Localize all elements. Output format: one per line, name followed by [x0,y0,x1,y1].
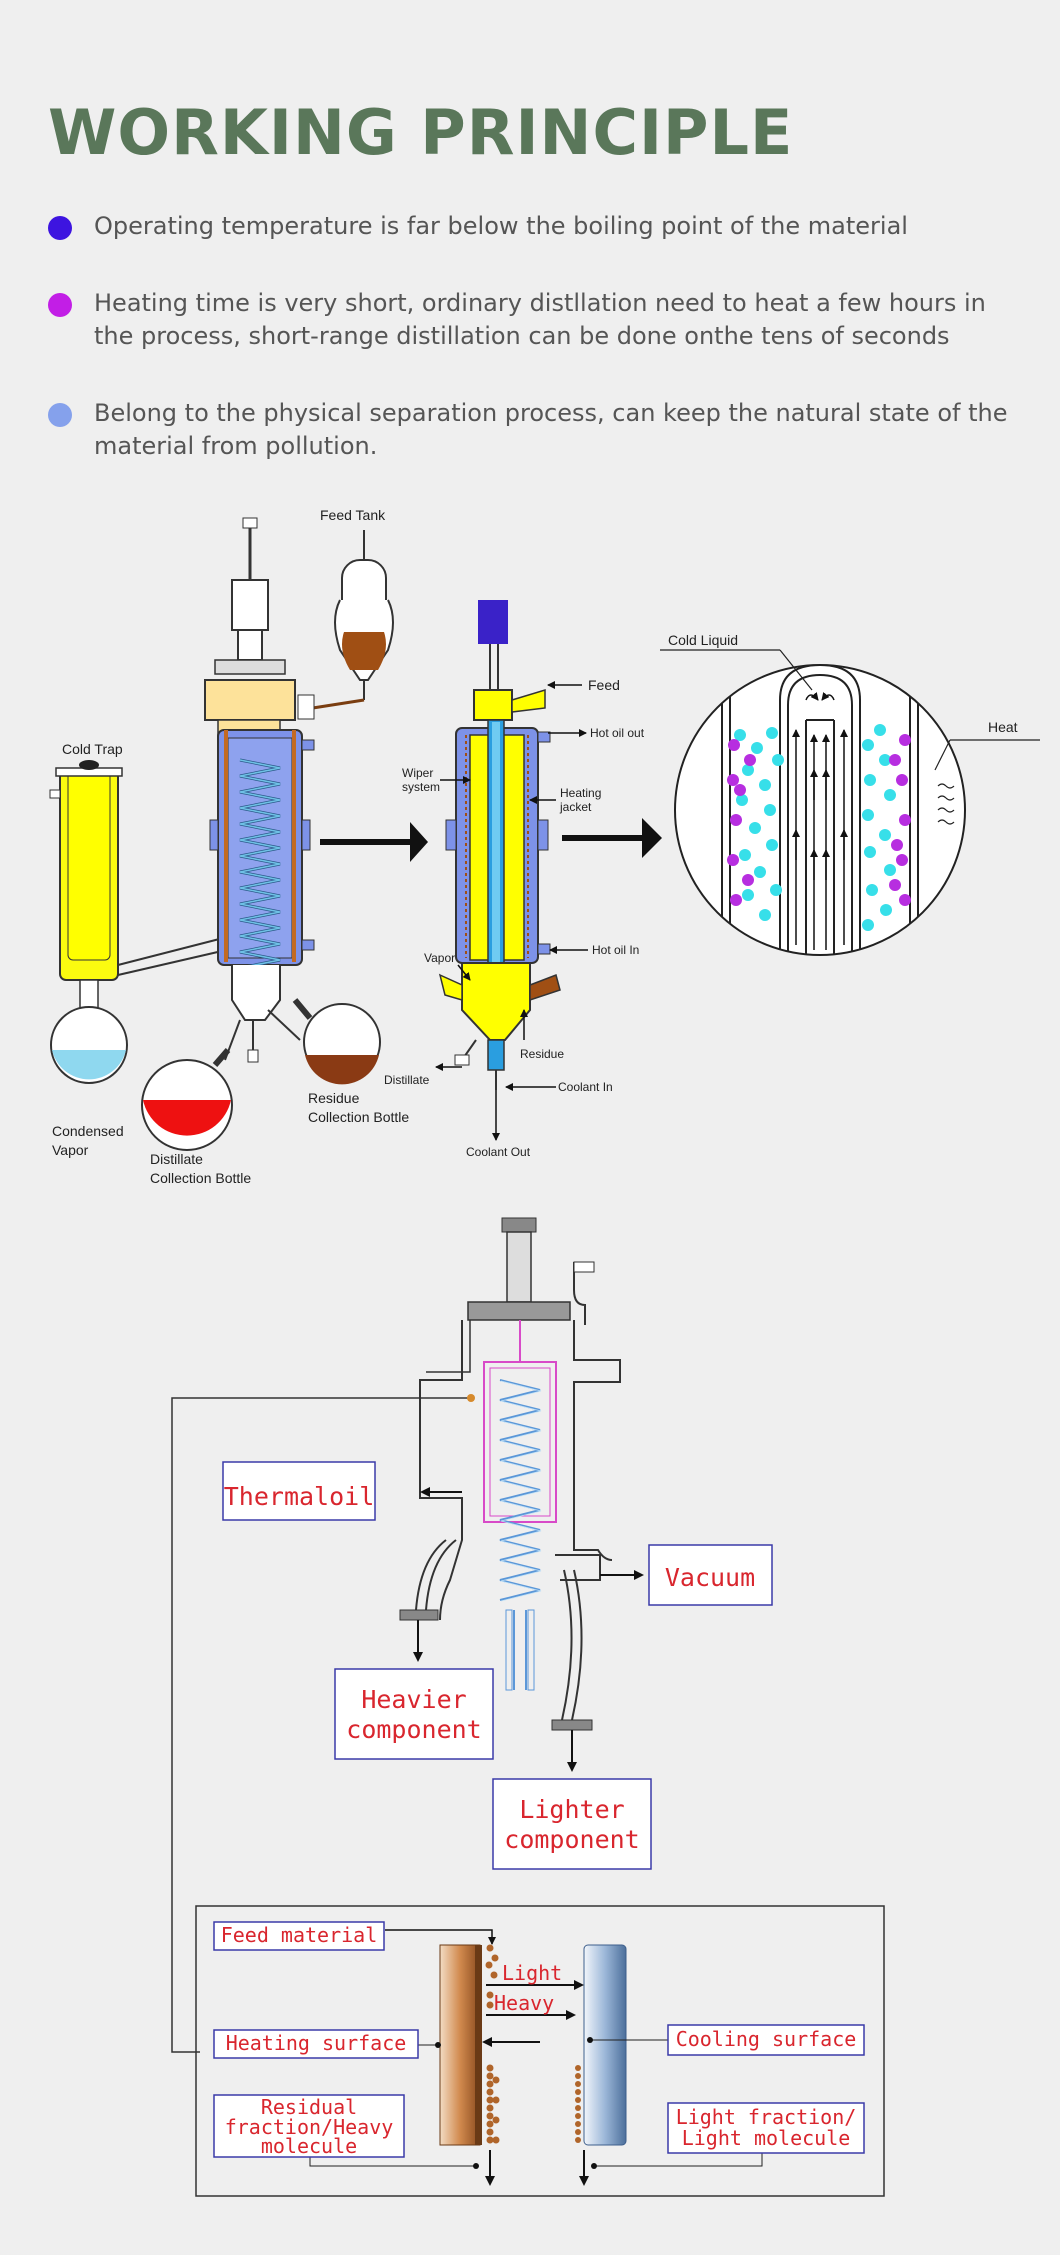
distillate-label: Distillate [384,1073,430,1087]
arrow-right-icon [410,822,428,862]
light-fraction-label: Light molecule [682,2126,851,2150]
component-flow-diagram: Thermaloil Vacuum Heavier component Ligh… [171,1217,773,2053]
residue-bottle-label: Residue [308,1090,360,1106]
thermaloil-box [222,1461,376,1521]
lighter-component-label: component [504,1825,639,1854]
vacuum-box [648,1544,773,1606]
feed-label: Feed [588,677,620,693]
heating-jacket-label: Heating [560,786,601,800]
residue-label: Residue [520,1047,564,1061]
wiper-motor [478,600,508,644]
coolant-in-label: Coolant In [558,1080,613,1094]
bullet-dot-icon [48,293,72,317]
film-magnified-diagram: Cold Liquid Heat [660,632,1040,956]
cold-liquid-label: Cold Liquid [668,632,738,648]
hot-oil-out-label: Hot oil out [590,726,645,740]
heating-jacket-label: jacket [559,800,592,814]
bullet-text: Belong to the physical separation proces… [94,399,1008,460]
cooling-surface-box [667,2024,865,2056]
mechanism-frame [195,1905,885,2197]
condensed-vapor-label: Vapor [52,1142,89,1158]
residual-fraction-label: molecule [261,2134,357,2158]
feed-material-box [213,1921,385,1951]
heat-label: Heat [988,719,1018,735]
wiper-system-label: system [402,780,440,794]
residual-fraction-box [213,2094,405,2158]
heavy-label: Heavy [494,1991,554,2015]
evaporator-section-diagram: Feed Hot oil out Wiper system Heating ja… [384,600,662,1159]
feed-material-label: Feed material [221,1923,378,1947]
cooling-surface-cylinder [583,1944,627,2146]
light-fraction-box [667,2102,865,2154]
residue-bottle-label: Collection Bottle [308,1109,409,1125]
residual-fraction-label: fraction/Heavy [225,2115,394,2139]
cooling-surface-label: Cooling surface [676,2027,857,2051]
cold-trap-label: Cold Trap [62,741,123,757]
light-fraction-label: Light fraction/ [676,2105,857,2129]
heavier-component-label: component [346,1715,481,1744]
feed-tank-label: Feed Tank [320,507,386,523]
arrow-right-icon [642,818,662,858]
bullet-dot-icon [48,216,72,240]
bullet-item: Heating time is very short, ordinary dis… [48,287,1028,353]
distillation-apparatus-diagram: Feed Tank Cold Trap Condensed Vapor Dist… [49,507,428,1186]
heavier-component-box [334,1668,494,1760]
wiper-system-label: Wiper [402,766,433,780]
vapor-label: Vapor [424,951,455,965]
bullet-list: Operating temperature is far below the b… [48,210,1028,507]
coolant-out-label: Coolant Out [466,1145,531,1159]
light-label: Light [502,1961,562,1985]
lighter-component-label: Lighter [519,1795,624,1824]
bullet-text: Heating time is very short, ordinary dis… [94,289,986,350]
thermaloil-label: Thermaloil [224,1482,375,1511]
residual-fraction-label: Residual [261,2095,357,2119]
condensed-vapor-label: Condensed [52,1123,124,1139]
heavier-component-label: Heavier [361,1685,466,1714]
page-title: WORKING PRINCIPLE [48,96,794,169]
bullet-text: Operating temperature is far below the b… [94,212,908,240]
lighter-component-box [492,1778,652,1870]
heating-surface-cylinder [439,1944,481,2146]
bullet-dot-icon [48,403,72,427]
hot-oil-in-label: Hot oil In [592,943,639,957]
vacuum-label: Vacuum [665,1563,755,1592]
bullet-item: Belong to the physical separation proces… [48,397,1028,463]
distillate-bottle-label: Collection Bottle [150,1170,251,1186]
distillate-bottle-label: Distillate [150,1151,203,1167]
heating-surface-box [213,2029,419,2059]
magnifier-circle [674,664,966,956]
bullet-item: Operating temperature is far below the b… [48,210,1028,243]
surface-mechanism-diagram: Feed material Heating surface Residual f… [195,1905,885,2197]
heating-surface-label: Heating surface [226,2031,407,2055]
